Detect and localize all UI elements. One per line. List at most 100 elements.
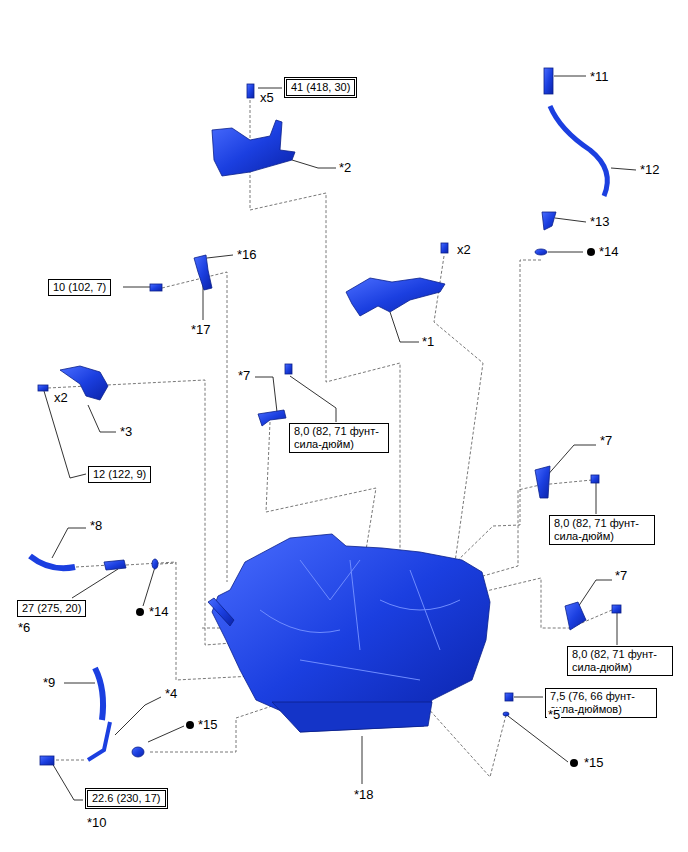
leader-lines	[115, 697, 161, 735]
dashed-guide-lines	[160, 563, 176, 564]
bolt-7b	[591, 475, 599, 483]
cover-1	[346, 278, 445, 316]
callout-number: *7	[614, 569, 628, 583]
callout-number: *1	[421, 335, 435, 349]
bracket-7b	[535, 466, 550, 498]
leader-lines	[255, 377, 277, 412]
torque-spec-box: 41 (418, 30)	[284, 77, 357, 98]
leader-lines	[207, 255, 233, 258]
marker-dots	[136, 608, 144, 616]
dashed-guide-lines	[150, 702, 284, 752]
fitting-13	[542, 212, 556, 230]
bolt-7c	[612, 605, 621, 613]
bolt-17	[150, 284, 162, 291]
callout-number: *2	[338, 161, 352, 175]
callout-number: *10	[86, 816, 108, 830]
leader-lines	[72, 569, 118, 598]
leader-lines	[292, 160, 336, 168]
leader-lines	[617, 612, 618, 645]
callout-number: x5	[259, 91, 275, 105]
callout-number: *15	[197, 718, 219, 732]
washer-15	[503, 712, 509, 716]
callout-number: *5	[547, 708, 561, 722]
callout-number: *14	[598, 245, 620, 259]
torque-spec-box: 8,0 (82, 71 фунт-сила-дюйм)	[567, 646, 673, 676]
pipe-4	[88, 722, 110, 760]
callout-number: *4	[164, 687, 178, 701]
leader-lines	[290, 376, 336, 422]
leader-lines	[88, 405, 116, 432]
hose-12	[550, 106, 607, 196]
leader-lines	[576, 580, 612, 610]
bracket-7c	[565, 602, 586, 630]
callout-number: *3	[119, 425, 133, 439]
dashed-guide-lines	[56, 760, 86, 761]
marker-dots	[587, 248, 595, 256]
torque-value: 12 (122, 9)	[93, 468, 146, 481]
dashed-guide-lines	[434, 256, 483, 562]
sensor-11	[544, 68, 553, 94]
washer-14b	[152, 559, 158, 569]
leader-lines	[148, 726, 184, 742]
callout-number: *7	[599, 434, 613, 448]
hose-9	[95, 668, 103, 720]
oil-pan	[272, 702, 432, 732]
callout-number: *13	[589, 215, 611, 229]
bolt-5	[505, 693, 513, 701]
clip-15	[132, 747, 144, 757]
marker-dots	[186, 721, 194, 729]
leader-lines	[362, 736, 363, 784]
torque-spec-box: 22.6 (230, 17)	[85, 788, 168, 809]
torque-spec-box: 8,0 (82, 71 фунт-сила-дюйм)	[289, 423, 389, 453]
callout-number: x2	[456, 243, 472, 257]
transaxle-tube	[208, 598, 234, 626]
leader-lines	[64, 683, 95, 684]
callout-number: *16	[236, 248, 258, 262]
torque-spec-box: 8,0 (82, 71 фунт-сила-дюйм)	[549, 515, 655, 545]
torque-spec-box: 10 (102, 7)	[48, 279, 111, 296]
bolt-x2	[441, 243, 448, 253]
torque-value: 8,0 (82, 71 фунт-сила-дюйм)	[294, 425, 384, 451]
torque-spec-box: 12 (122, 9)	[88, 466, 151, 483]
callout-number: x2	[53, 391, 69, 405]
leader-lines	[52, 763, 83, 800]
dashed-guide-lines	[250, 100, 400, 606]
torque-value: 27 (275, 20)	[22, 602, 81, 615]
torque-value: 10 (102, 7)	[53, 281, 106, 294]
dashed-guide-lines	[452, 260, 541, 566]
leader-lines	[258, 88, 282, 89]
transmission-parts	[30, 68, 621, 765]
callout-number: *11	[589, 70, 610, 84]
leader-lines	[390, 312, 419, 342]
leader-lines	[554, 76, 586, 77]
bracket-2	[212, 120, 295, 176]
callout-number: *14	[148, 605, 170, 619]
torque-value: 8,0 (82, 71 фунт-сила-дюйм)	[554, 517, 650, 543]
leader-lines	[52, 528, 86, 558]
leader-lines	[143, 567, 155, 606]
body-detail	[260, 560, 460, 680]
torque-value: 8,0 (82, 71 фунт-сила-дюйм)	[572, 648, 668, 674]
bracket-7a	[258, 410, 286, 426]
dashed-guide-lines	[482, 578, 612, 628]
bracket-16	[194, 255, 212, 290]
callout-number: *7	[237, 369, 251, 383]
leader-lines	[44, 391, 86, 478]
dashed-guide-lines	[162, 272, 227, 582]
bolt-7a	[285, 364, 292, 374]
callout-number: *12	[639, 163, 661, 177]
torque-spec-box: 7,5 (76, 66 фунт-сила-дюймов)	[545, 688, 657, 718]
callout-number: *17	[190, 323, 212, 337]
transaxle-body	[212, 534, 490, 732]
bolt-10	[40, 756, 54, 765]
callout-number: *6	[17, 621, 31, 635]
washer-14	[535, 249, 547, 255]
callout-number: *15	[583, 756, 605, 770]
leader-lines	[611, 168, 636, 170]
leader-lines	[555, 218, 586, 222]
marker-dots	[136, 248, 595, 767]
dashed-guide-lines	[48, 100, 612, 777]
callout-number: *9	[42, 676, 56, 690]
callout-number: *8	[89, 519, 103, 533]
